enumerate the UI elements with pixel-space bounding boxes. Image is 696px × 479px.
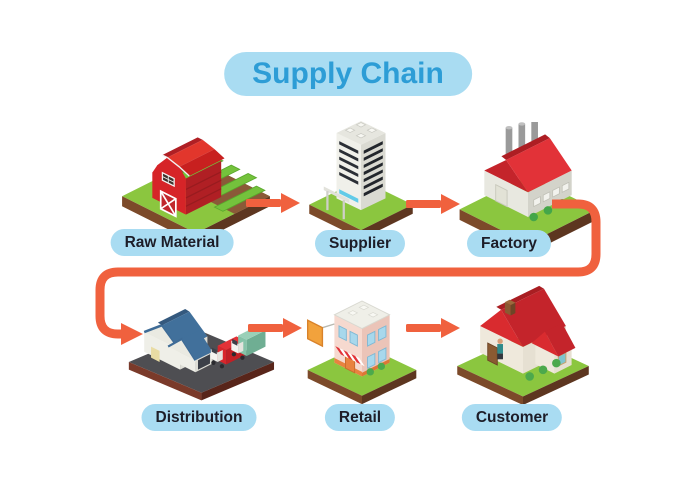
arrow-retail-to-customer: [406, 317, 460, 339]
label-distribution: Distribution: [141, 404, 257, 431]
right-arrow-icon: [246, 193, 300, 213]
label-factory: Factory: [467, 230, 551, 257]
right-arrow-icon: [248, 318, 302, 338]
label-raw-material: Raw Material: [110, 229, 234, 256]
diagram-title: Supply Chain: [224, 52, 472, 96]
arrow-supplier-to-factory: [406, 193, 460, 215]
arrow-distribution-to-retail: [248, 317, 302, 339]
label-supplier: Supplier: [314, 230, 406, 257]
right-arrow-icon: [406, 318, 460, 338]
warehouse-trucks-icon: [128, 309, 275, 401]
node-retail: [302, 289, 422, 405]
node-customer: [448, 284, 598, 406]
retail-store-icon: [306, 300, 417, 405]
office-building-icon: [309, 121, 413, 240]
right-arrow-icon: [406, 194, 460, 214]
house-icon: [457, 285, 589, 406]
arrow-raw-material-to-supplier: [246, 192, 300, 214]
label-retail: Retail: [324, 404, 396, 431]
node-distribution: [122, 298, 280, 402]
node-supplier: [302, 102, 420, 242]
label-customer: Customer: [461, 404, 563, 431]
